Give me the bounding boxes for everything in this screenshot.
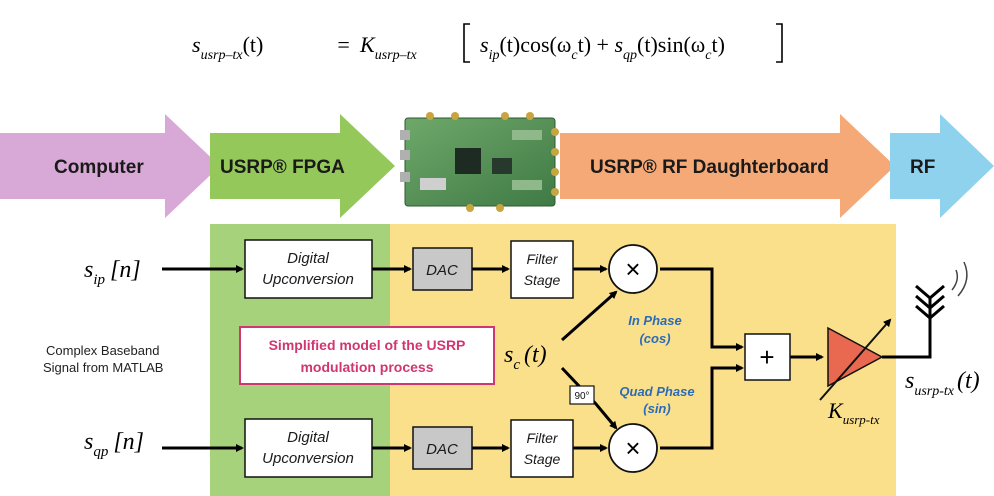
computer-label: Computer — [54, 157, 144, 178]
model-note-line2: modulation process — [300, 359, 433, 375]
model-note: Simplified model of the USRP modulation … — [239, 326, 495, 385]
ip-input-main: s — [84, 257, 93, 283]
eq-equals: = — [336, 32, 351, 57]
eq-gain-sub: usrp–tx — [375, 48, 418, 63]
antenna-icon — [915, 261, 968, 320]
eq-term1-sub: ip — [489, 48, 500, 63]
rf-arrow — [890, 114, 994, 218]
svg-text:sip[n]: sip [n] — [84, 257, 141, 288]
eq-term2-rest: (t)sin(ω — [637, 32, 705, 57]
in-phase-line2: (cos) — [639, 331, 670, 346]
modulation-equation: susrp–tx(t) = Kusrp–tx sip(t)cos(ωct) + … — [192, 23, 783, 63]
dac-q-label: DAC — [426, 441, 458, 458]
svg-text:Kusrp–tx: Kusrp–tx — [359, 32, 417, 63]
filter-q-line1: Filter — [526, 430, 558, 446]
eq-term1-rest: (t)cos(ω — [499, 32, 571, 57]
eq-term1-end: t) + — [578, 32, 615, 57]
dac-i-label: DAC — [426, 262, 458, 279]
wire-carrier-to-mixer-i — [561, 290, 618, 342]
daughterboard-label: USRP® RF Daughterboard — [590, 157, 829, 178]
carrier-arg: (t) — [524, 342, 547, 368]
svg-text:sc(t): sc(t) — [504, 342, 547, 373]
quad-phase-line2: (sin) — [643, 401, 670, 416]
mixer-q: × — [608, 423, 658, 473]
duc-q-line1: Digital — [287, 429, 329, 446]
in-phase-line1: In Phase — [628, 313, 681, 328]
eq-gain-main: K — [359, 32, 376, 57]
eq-term2-main: s — [614, 32, 623, 57]
pipeline: Computer USRP® FPGA USRP® RF Daughterboa… — [0, 114, 994, 218]
qp-input-arg: [n] — [113, 429, 144, 455]
eq-term1-csub: c — [571, 48, 578, 63]
duc-i-line2: Upconversion — [262, 271, 354, 288]
dac-block-q: DAC — [412, 426, 473, 470]
duc-q-line2: Upconversion — [262, 450, 354, 467]
qp-input-sub: qp — [93, 444, 109, 460]
svg-text:Kusrp-tx: Kusrp-tx — [827, 398, 880, 427]
eq-lhs-main: s — [192, 32, 201, 57]
wire-carrier-to-mixer-q — [560, 366, 618, 430]
svg-text:susrp-tx(t): susrp-tx(t) — [905, 368, 980, 399]
eq-lhs-sub: usrp–tx — [201, 48, 244, 63]
amp-gain-main: K — [827, 398, 844, 423]
daughterboard-arrow — [560, 114, 895, 218]
amplifier — [819, 318, 892, 401]
eq-left-bracket — [463, 23, 470, 63]
svg-text:sqp[n]: sqp[n] — [84, 429, 144, 460]
quad-phase-line1: Quad Phase — [619, 384, 694, 399]
mixer-i: × — [608, 244, 658, 294]
ip-input-arg: [n] — [110, 257, 141, 283]
filter-block-i: Filter Stage — [510, 240, 574, 299]
eq-right-bracket — [776, 23, 783, 63]
amp-gain-sub: usrp-tx — [843, 412, 880, 427]
filter-q-line2: Stage — [524, 451, 561, 467]
phase-shift-label: 90° — [574, 391, 589, 402]
duc-block-q: Digital Upconversion — [244, 418, 373, 478]
eq-term2-csub: c — [705, 48, 712, 63]
sum-block: + — [744, 333, 791, 381]
baseband-caption-line1: Complex Baseband — [46, 343, 159, 358]
svg-text:sip(t)cos(ωct) + sqp(t)sin(ωct: sip(t)cos(ωct) + sqp(t)sin(ωct) — [480, 32, 725, 63]
computer-arrow — [0, 114, 220, 218]
output-main: s — [905, 368, 914, 394]
output-sub: usrp-tx — [914, 384, 954, 399]
filter-i-line2: Stage — [524, 272, 561, 288]
fpga-arrow — [210, 114, 395, 218]
eq-term2-end: t) — [711, 32, 724, 57]
qp-input-main: s — [84, 429, 93, 455]
duc-block-i: Digital Upconversion — [244, 239, 373, 299]
eq-lhs-arg: (t) — [243, 32, 264, 57]
eq-term2-sub: qp — [623, 48, 637, 63]
sum-symbol: + — [759, 342, 774, 372]
carrier-main: s — [504, 342, 513, 368]
usrp-board-image — [400, 112, 559, 212]
filter-i-line1: Filter — [526, 251, 558, 267]
wire-amp-to-antenna — [882, 318, 932, 359]
rf-label: RF — [910, 157, 935, 178]
eq-term1-main: s — [480, 32, 489, 57]
svg-text:susrp–tx(t): susrp–tx(t) — [192, 32, 263, 63]
baseband-caption-line2: Signal from MATLAB — [43, 360, 163, 375]
phase-shift-block: 90° — [569, 385, 595, 405]
mixer-i-symbol: × — [625, 254, 640, 284]
dac-block-i: DAC — [412, 247, 473, 291]
output-arg: (t) — [957, 368, 980, 394]
carrier-sub: c — [513, 357, 520, 373]
model-note-line1: Simplified model of the USRP — [269, 337, 466, 353]
filter-block-q: Filter Stage — [510, 419, 574, 478]
mixer-q-symbol: × — [625, 433, 640, 463]
fpga-label: USRP® FPGA — [220, 157, 345, 178]
ip-input-sub: ip — [93, 272, 105, 288]
wire-mixer-i-to-sum — [660, 267, 744, 351]
duc-i-line1: Digital — [287, 250, 329, 267]
wire-mixer-q-to-sum — [660, 364, 744, 450]
